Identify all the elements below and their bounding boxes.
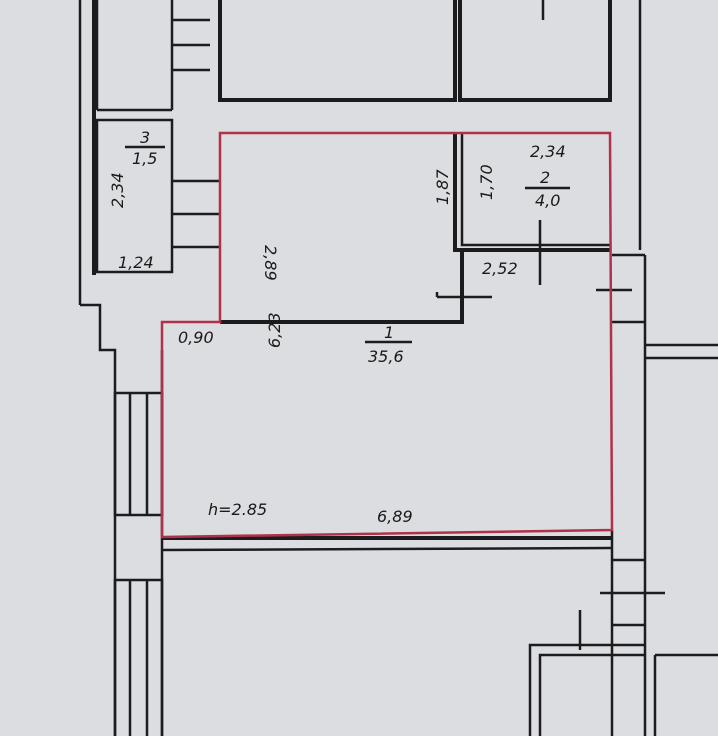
dim-room3-height: 2,34 — [108, 172, 127, 208]
dim-room2-inner-height: 1,70 — [477, 164, 496, 200]
dim-room2-bottom: 2,52 — [482, 259, 518, 278]
dim-room2-outer-height: 1,87 — [433, 169, 452, 205]
dim-room3-width: 1,24 — [118, 253, 154, 272]
room-3-number: 3 — [140, 128, 150, 147]
dim-step: 0,90 — [178, 328, 214, 347]
dim-room2-width: 2,34 — [530, 142, 566, 161]
ceiling-height: h=2.85 — [208, 500, 267, 519]
room-2-area: 4,0 — [535, 191, 560, 210]
room-3-area: 1,5 — [132, 149, 157, 168]
unit-outline — [160, 131, 614, 539]
room-1-number: 1 — [384, 323, 394, 342]
walls — [78, 0, 718, 736]
room-1-area: 35,6 — [368, 347, 404, 366]
room-2-number: 2 — [540, 168, 550, 187]
dim-room1-width: 6,89 — [377, 507, 413, 526]
dim-corridor: 2,89 — [261, 245, 280, 281]
dim-room1-depth: 6,23 — [265, 312, 284, 348]
